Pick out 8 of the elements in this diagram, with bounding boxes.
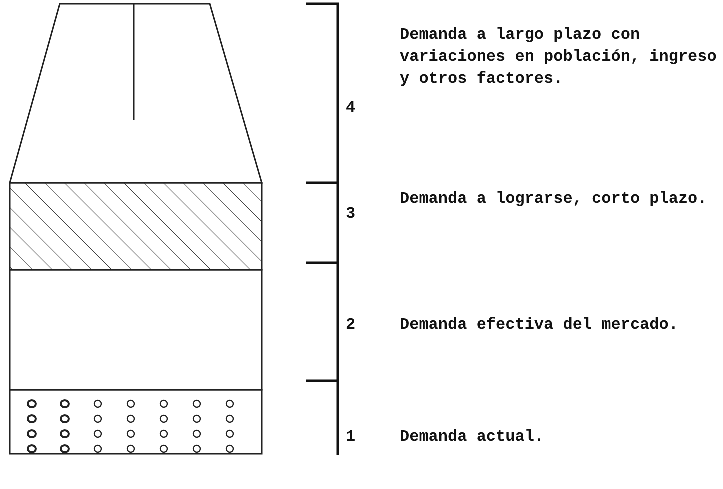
callout-number: 1 [346, 427, 356, 448]
description-text: Demanda a largo plazo con variaciones en población, ingreso y otros factores. [400, 25, 718, 90]
description-text: Demanda efectiva del mercado. [400, 315, 680, 336]
description-text: Demanda a lograrse, corto plazo. [400, 189, 708, 210]
callout-number: 3 [346, 204, 356, 225]
callout-number: 4 [346, 98, 356, 119]
callout-number: 2 [346, 315, 356, 336]
description-text: Demanda actual. [400, 427, 546, 448]
